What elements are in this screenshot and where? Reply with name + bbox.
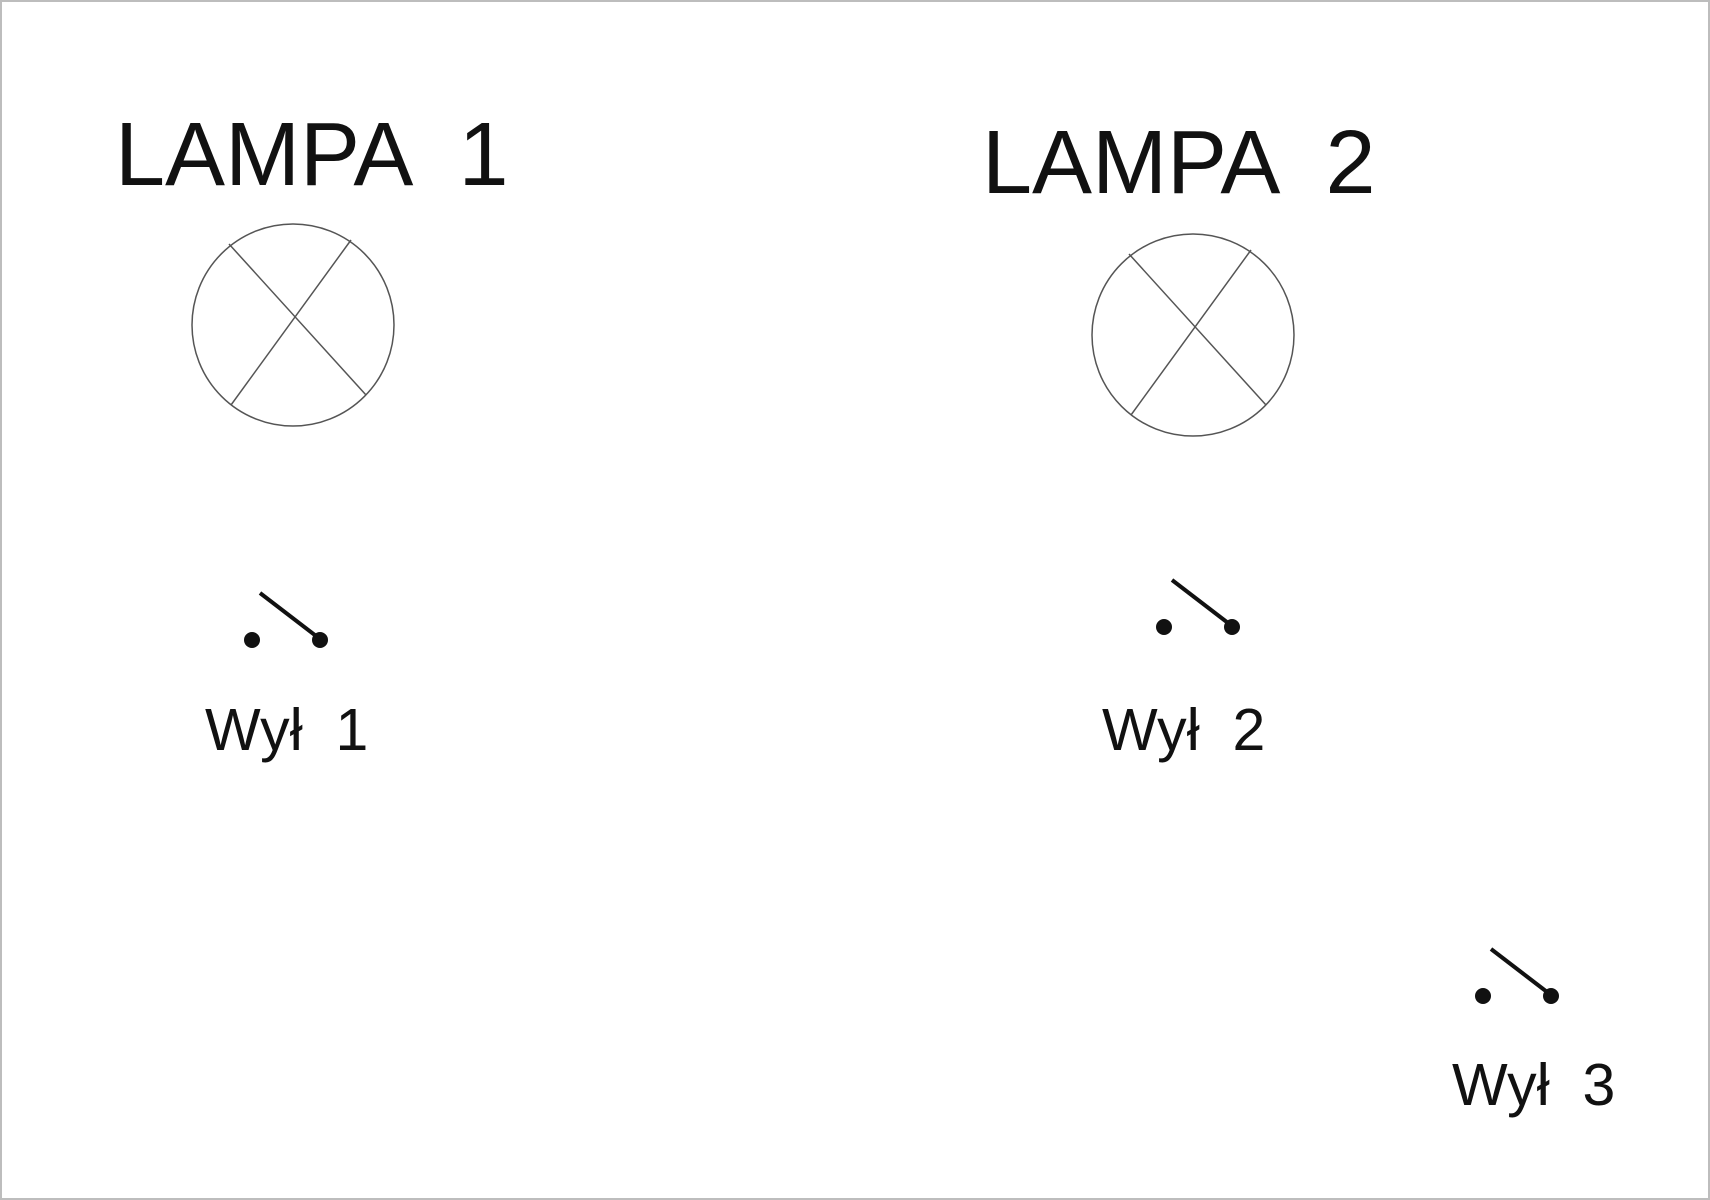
lamp-2-title: LAMPA 2: [982, 113, 1376, 213]
switch-1-icon: [244, 591, 328, 648]
switch-2-label: Wył 2: [1102, 697, 1266, 763]
lamp-1-icon: [191, 223, 395, 427]
switch-1-label: Wył 1: [205, 697, 369, 763]
lamp-1-title: LAMPA 1: [115, 105, 509, 205]
switch-3-icon: [1475, 947, 1559, 1004]
switch-2-icon: [1156, 578, 1240, 635]
lamp-2-icon: [1091, 233, 1295, 437]
switch-3-label: Wył 3: [1452, 1052, 1616, 1118]
